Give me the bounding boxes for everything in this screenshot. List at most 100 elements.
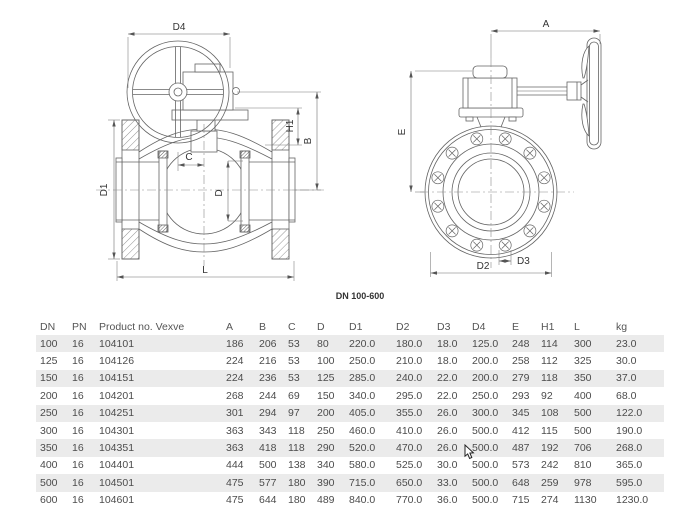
table-cell: 33.0 (437, 476, 458, 489)
table-cell: 648 (512, 476, 530, 489)
dim-label-c: C (185, 152, 192, 163)
table-cell: 500 (259, 459, 277, 472)
table-cell: 770.0 (396, 494, 423, 507)
left-view-dimensions: D4 H1 B D1 L C D (99, 22, 321, 281)
table-cell: 268.0 (616, 442, 643, 455)
dim-label-h1: H1 (285, 119, 296, 132)
table-cell: 118 (288, 424, 305, 437)
table-cell: 355.0 (396, 407, 423, 420)
table-cell: 500 (574, 424, 592, 437)
table-cell: 224 (226, 355, 244, 368)
table-cell: 210.0 (396, 355, 423, 368)
table-cell: 325 (574, 355, 592, 368)
table-cell: 350 (40, 442, 58, 455)
table-cell: 300 (574, 337, 592, 350)
table-cell: 343 (259, 424, 277, 437)
table-cell: 16 (72, 372, 84, 385)
dim-label-a: A (543, 19, 550, 30)
table-cell: 53 (288, 337, 300, 350)
table-cell: 125 (40, 355, 58, 368)
table-cell: 363 (226, 442, 244, 455)
table-cell: 340 (317, 459, 335, 472)
table-cell: 37.0 (616, 372, 637, 385)
table-cell: 53 (288, 355, 300, 368)
table-cell: 118 (541, 372, 558, 385)
column-header: D (317, 320, 325, 333)
table-cell: 259 (541, 476, 559, 489)
table-cell: 489 (317, 494, 335, 507)
table-cell: 294 (259, 407, 277, 420)
stem-and-gearbox (171, 63, 249, 153)
table-cell: 22.0 (437, 372, 458, 385)
table-cell: 190.0 (616, 424, 643, 437)
table-cell: 180.0 (396, 337, 423, 350)
dim-label-d1: D1 (99, 183, 110, 196)
table-cell: 30.0 (437, 459, 458, 472)
table-cell: 104251 (99, 407, 135, 420)
table-cell: 405.0 (349, 407, 376, 420)
table-cell: 1130 (574, 494, 597, 507)
table-cell: 242 (541, 459, 559, 472)
table-cell: 301 (226, 407, 244, 420)
table-cell: 390 (317, 476, 335, 489)
table-cell: 577 (259, 476, 277, 489)
table-cell: 69 (288, 389, 300, 402)
table-cell: 104351 (99, 442, 135, 455)
table-cell: 580.0 (349, 459, 376, 472)
table-cell: 200.0 (472, 355, 499, 368)
table-cell: 240.0 (396, 372, 423, 385)
table-cell: 279 (512, 372, 530, 385)
table-cell: 100 (317, 355, 335, 368)
table-cell: 112 (541, 355, 558, 368)
table-cell: 290 (317, 442, 335, 455)
table-cell: 285.0 (349, 372, 376, 385)
left-view-valve-section (96, 40, 324, 266)
table-cell: 475 (226, 494, 244, 507)
table-cell: 500.0 (472, 494, 499, 507)
column-header: A (226, 320, 234, 333)
table-cell: 460.0 (349, 424, 376, 437)
dim-label-d3: D3 (517, 256, 530, 267)
table-cell: 53 (288, 372, 300, 385)
table-cell: 350 (574, 372, 592, 385)
table-cell: 500.0 (472, 424, 499, 437)
table-cell: 236 (259, 372, 277, 385)
table-cell: 104401 (99, 459, 135, 472)
table-cell: 150 (40, 372, 58, 385)
column-header: B (259, 320, 267, 333)
table-cell: 410.0 (396, 424, 423, 437)
table-cell: 470.0 (396, 442, 423, 455)
table-cell: 363 (226, 424, 244, 437)
table-cell: 100 (40, 337, 58, 350)
mouse-cursor (464, 444, 475, 460)
table-cell: 400 (574, 389, 592, 402)
right-view-valve-front (420, 37, 602, 268)
table-cell: 644 (259, 494, 277, 507)
table-cell: 978 (574, 476, 592, 489)
seat-rings (157, 150, 251, 233)
table-cell: 30.0 (616, 355, 637, 368)
table-cell: 220.0 (349, 337, 376, 350)
table-cell: 206 (259, 337, 277, 350)
table-cell: 16 (72, 476, 84, 489)
column-header: E (512, 320, 520, 333)
column-header: D3 (437, 320, 451, 333)
column-header: D2 (396, 320, 410, 333)
table-cell: 810 (574, 459, 592, 472)
table-cell: 500.0 (472, 459, 499, 472)
table-cell: 180 (288, 476, 306, 489)
table-cell: 16 (72, 337, 84, 350)
table-cell: 268 (226, 389, 244, 402)
table-cell: 16 (72, 389, 84, 402)
table-cell: 18.0 (437, 337, 458, 350)
table-cell: 340.0 (349, 389, 376, 402)
table-cell: 118 (288, 442, 305, 455)
table-cell: 216 (259, 355, 277, 368)
dim-label-e: E (397, 128, 408, 135)
table-cell: 104101 (99, 337, 135, 350)
